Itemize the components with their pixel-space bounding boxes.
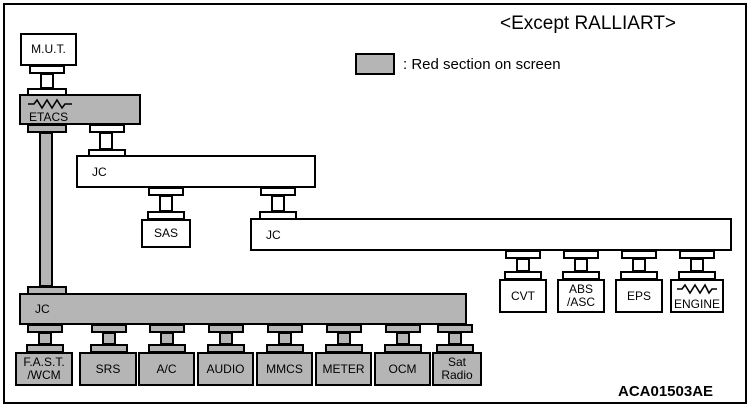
node-eps-label: EPS <box>626 288 651 303</box>
node-fast-wcm-label: F.A.S.T. /WCM <box>23 355 65 382</box>
node-sas[interactable]: SAS <box>141 219 191 248</box>
bus-jc-upper-label: JC <box>92 164 107 179</box>
bus-jc-middle-label: JC <box>266 227 281 242</box>
node-cvt[interactable]: CVT <box>499 279 547 313</box>
node-meter[interactable]: METER <box>315 352 372 386</box>
node-ac[interactable]: A/C <box>138 352 195 386</box>
bus-jc-bottom-label: JC <box>35 302 50 316</box>
node-mmcs[interactable]: MMCS <box>256 352 313 386</box>
resistor-zigzag-icon <box>676 283 718 295</box>
legend-label: : Red section on screen <box>403 56 561 73</box>
node-sat-radio[interactable]: Sat Radio <box>432 352 482 386</box>
page-title: <Except RALLIART> <box>500 13 677 34</box>
connector-stem-eps <box>632 258 646 272</box>
node-ocm-label: OCM <box>388 361 417 376</box>
node-mut[interactable]: M.U.T. <box>20 33 77 66</box>
node-meter-label: METER <box>322 361 365 376</box>
node-sat-radio-label: Sat Radio <box>441 355 473 382</box>
legend-swatch <box>355 53 395 75</box>
part-number: ACA01503AE <box>618 383 714 400</box>
connector-stem-mut-etacs <box>40 73 54 89</box>
node-srs[interactable]: SRS <box>79 352 137 386</box>
node-abs-asc[interactable]: ABS /ASC <box>557 279 605 313</box>
bus-jc-middle[interactable]: JC <box>250 218 732 251</box>
connector-stem-etacs-jc-upper <box>99 132 113 150</box>
node-cvt-label: CVT <box>511 288 535 303</box>
node-engine-label: ENGINE <box>673 297 720 311</box>
bus-jc-bottom[interactable]: JC <box>19 293 467 325</box>
node-audio[interactable]: AUDIO <box>197 352 254 386</box>
node-fast-wcm[interactable]: F.A.S.T. /WCM <box>15 352 73 386</box>
node-engine[interactable]: ENGINE <box>670 279 724 313</box>
bus-jc-upper[interactable]: JC <box>76 155 316 188</box>
connector-stem-jc-upper-jc-middle <box>271 195 285 212</box>
connector-stem-cvt <box>516 258 530 272</box>
node-etacs-label: ETACS <box>29 110 69 124</box>
node-mmcs-label: MMCS <box>266 361 303 376</box>
node-abs-asc-label: ABS /ASC <box>566 282 595 309</box>
node-ac-label: A/C <box>156 361 177 376</box>
bus-trunk-etacs-to-jc-bottom <box>39 132 53 287</box>
connector-stem-engine <box>690 258 704 272</box>
node-srs-label: SRS <box>95 361 121 376</box>
connector-stem-jc-upper-sas <box>159 195 173 212</box>
node-audio-label: AUDIO <box>206 361 245 376</box>
connector-stem-abs <box>574 258 588 272</box>
node-mut-label: M.U.T. <box>31 42 66 57</box>
node-ocm[interactable]: OCM <box>374 352 431 386</box>
diagram-frame: <Except RALLIART> : Red section on scree… <box>3 3 747 404</box>
resistor-zigzag-icon <box>27 98 73 110</box>
node-etacs[interactable]: ETACS <box>19 94 141 125</box>
node-eps[interactable]: EPS <box>615 279 663 313</box>
node-sas-label: SAS <box>153 226 178 241</box>
